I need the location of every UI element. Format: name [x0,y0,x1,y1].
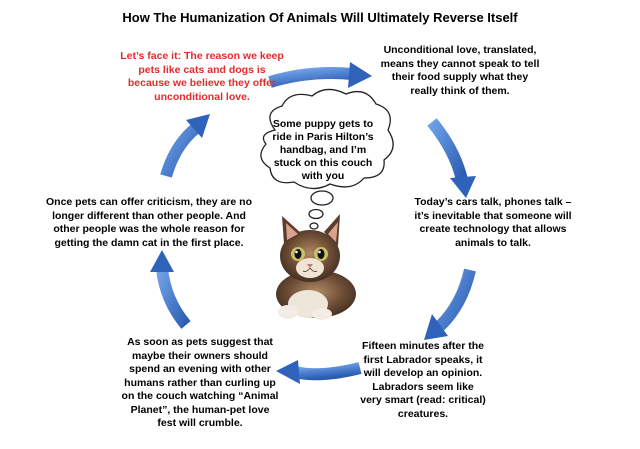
arrow-5-to-6 [150,250,191,329]
step-6-text: Once pets can offer criticism, they are … [46,196,252,249]
arrow-2-to-3 [427,118,476,198]
step-4-text: Fifteen minutes after the first Labrador… [360,340,486,420]
thought-cloud [260,88,394,230]
step-1-text: Let’s face it: The reason we keep pets l… [120,50,284,103]
arrow-6-to-1 [160,114,210,178]
step-3-text: Today’s cars talk, phones talk – it’s in… [414,196,572,249]
arrow-1-to-2 [268,62,372,88]
kitten-image [276,214,356,320]
thought-bubble-text: Some puppy gets to ride in Paris Hilton’… [272,118,374,182]
diagram-title: How The Humanization Of Animals Will Ult… [122,10,518,25]
step-5-text: As soon as pets suggest that maybe their… [121,336,279,429]
arrow-4-to-5 [276,360,362,384]
arrow-3-to-4 [424,268,476,340]
step-2-text: Unconditional love, translated, means th… [380,44,540,97]
